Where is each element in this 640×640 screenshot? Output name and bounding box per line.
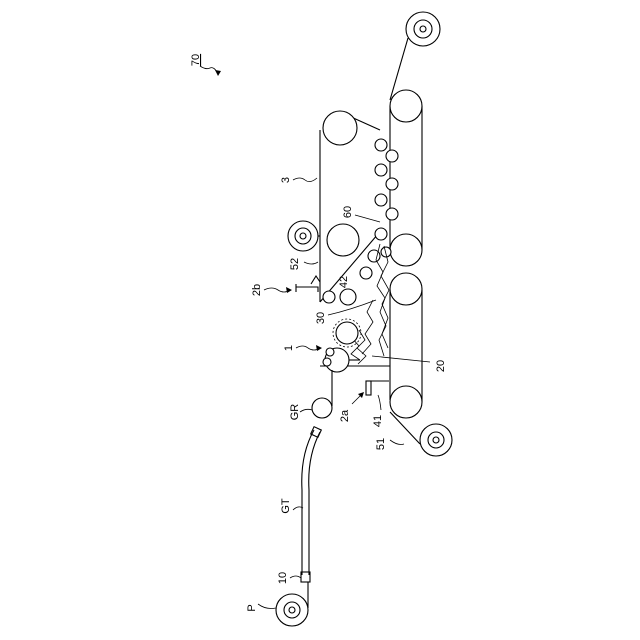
roller-60-f: [386, 208, 398, 220]
upper-belt-roller-small: [340, 289, 356, 305]
opener-unit-1: [323, 319, 361, 372]
nozzle-2b-body: [296, 287, 318, 292]
roller-60-g: [375, 228, 387, 240]
right-belt-upper: [390, 90, 422, 266]
label-gr: GR: [289, 404, 301, 421]
leader-20: [372, 356, 430, 362]
label-30: 30: [315, 312, 327, 324]
reel-52: [288, 221, 320, 251]
reel-51-hub: [433, 437, 439, 443]
label-2a: 2a: [339, 409, 351, 422]
gas-tube-gt-right: [309, 432, 320, 575]
label-1: 1: [283, 345, 295, 351]
roller-60-b: [386, 150, 398, 162]
top-reel: [390, 12, 440, 100]
spiked-roller: [336, 322, 358, 344]
label-3: 3: [280, 177, 292, 183]
fiber-web-strand-c: [362, 300, 373, 354]
reel-p-hub: [289, 607, 295, 613]
leader-10: [290, 576, 301, 578]
roller-60-e: [375, 194, 387, 206]
leader-p: [258, 604, 276, 609]
roller-60-c: [375, 164, 387, 176]
upper-belt-roller-mid: [327, 224, 359, 256]
leader-gr: [300, 409, 312, 412]
right-belt-upper-bottom-roller: [390, 234, 422, 266]
roller-60-a: [375, 139, 387, 151]
label-10: 10: [277, 572, 289, 584]
right-belt-lower-top-roller: [390, 273, 422, 305]
nozzle-2a-head: [366, 381, 371, 395]
label-42: 42: [338, 276, 350, 288]
leader-lines: [200, 66, 430, 609]
leader-2b-arrow: [286, 287, 292, 293]
feed-roller-small-a: [326, 348, 334, 356]
label-60: 60: [342, 206, 354, 218]
right-belt-lower: [390, 273, 422, 418]
leader-41: [378, 395, 381, 410]
nozzle-2a: [366, 381, 389, 395]
right-belt-lower-bottom-roller: [390, 386, 422, 418]
roller-60-d: [386, 178, 398, 190]
fiber-web-strand-b: [381, 246, 389, 348]
top-reel-hub: [420, 26, 426, 32]
upper-belt-roller-tiny: [323, 291, 335, 303]
leader-1-arrow: [316, 345, 322, 351]
leader-2b: [264, 288, 290, 292]
label-gt: GT: [280, 498, 292, 514]
leader-60: [355, 215, 380, 222]
nozzle-2b-tip: [311, 276, 320, 284]
nozzle-2b: [296, 276, 320, 292]
label-52: 52: [289, 258, 301, 270]
reel-51: [390, 412, 452, 456]
leader-3: [293, 178, 317, 182]
label-70: 70: [190, 54, 202, 66]
label-2b: 2b: [251, 284, 263, 296]
roller-60-i: [360, 267, 372, 279]
label-51: 51: [375, 438, 387, 450]
gas-supply: [301, 370, 332, 582]
reel-52-hub: [300, 233, 306, 239]
label-41: 41: [372, 415, 384, 427]
feed-roller-small-b: [323, 358, 331, 366]
reel-p: [276, 582, 308, 626]
right-belt-upper-top-roller: [390, 90, 422, 122]
leader-52: [304, 262, 318, 264]
upper-belt-roller-top: [323, 111, 357, 145]
label-20: 20: [435, 360, 447, 372]
leader-70: [200, 66, 218, 74]
label-p: P: [246, 604, 258, 611]
leader-70-arrow: [215, 70, 221, 76]
guide-roller-gr: [312, 398, 332, 418]
leader-51: [390, 440, 404, 445]
reference-labels: 70 3 60 52 42 2b 30 1 20 GR 2a 41 51 GT …: [190, 54, 447, 612]
